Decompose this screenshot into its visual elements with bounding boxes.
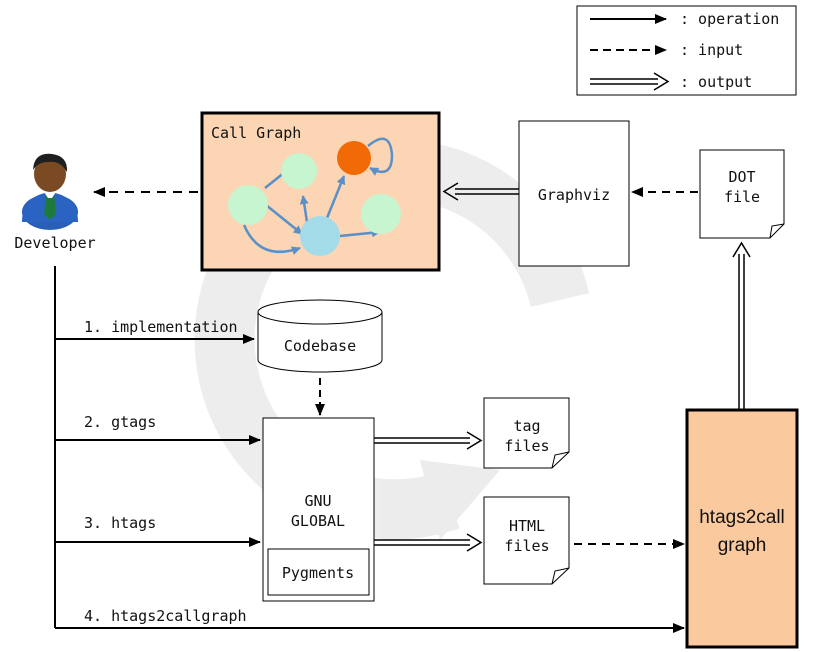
pygments-label: Pygments xyxy=(282,564,354,582)
call-graph-title: Call Graph xyxy=(211,124,301,142)
gnu-global-line1: GNU xyxy=(304,492,331,510)
html-files-line2: files xyxy=(504,537,549,555)
legend: : operation : input : output xyxy=(576,5,797,96)
legend-input-label: : input xyxy=(680,41,743,59)
gnu-global-box: GNU GLOBAL Pygments xyxy=(262,417,375,602)
global-to-html-files-arrow xyxy=(374,533,483,552)
call-graph-edge xyxy=(339,228,381,238)
dot-file-line2: file xyxy=(724,188,760,206)
legend-output-arrow xyxy=(590,72,670,91)
step-1-label: 1. implementation xyxy=(84,318,238,336)
call-graph-self-loop xyxy=(367,137,394,176)
tag-files-line2: files xyxy=(504,437,549,455)
call-graph-panel: Call Graph xyxy=(200,111,441,272)
call-graph-edge xyxy=(325,175,346,219)
htags2callgraph-line1: htags2call xyxy=(699,507,785,528)
tag-files-line1: tag xyxy=(513,417,540,435)
gnu-global-line2: GLOBAL xyxy=(291,512,345,530)
codebase-label: Codebase xyxy=(284,337,356,355)
legend-output-label: : output xyxy=(680,73,752,91)
pygments-box xyxy=(267,548,370,596)
legend-operation-label: : operation xyxy=(680,10,779,28)
graphviz-box: Graphviz xyxy=(518,120,630,267)
call-graph-edge xyxy=(299,195,309,223)
call-graph-node xyxy=(300,216,340,256)
call-graph-node xyxy=(228,185,268,225)
tag-files-document: tag files xyxy=(483,397,570,469)
htags2callgraph-box: htags2call graph xyxy=(685,408,799,649)
htags2callgraph-line2: graph xyxy=(718,535,767,556)
graphviz-to-callgraph-arrow xyxy=(442,182,519,201)
html-files-line1: HTML xyxy=(509,517,545,535)
call-graph-edge xyxy=(265,204,303,235)
graphviz-label: Graphviz xyxy=(538,186,610,204)
step-4-label: 4. htags2callgraph xyxy=(84,607,247,625)
codebase-cylinder: Codebase xyxy=(257,299,383,373)
dot-file-line1: DOT xyxy=(728,168,755,186)
step-2-label: 2. gtags xyxy=(84,413,156,431)
html-files-document: HTML files xyxy=(483,496,570,585)
call-graph-node xyxy=(337,141,371,175)
call-graph-node xyxy=(281,153,317,189)
global-to-tag-files-arrow xyxy=(374,431,483,450)
call-graph-node xyxy=(361,194,401,234)
htags2callgraph-to-dot-arrow xyxy=(732,241,751,410)
developer-avatar-icon xyxy=(22,153,78,230)
call-graph-edge xyxy=(242,224,301,255)
dot-file-document: DOT file xyxy=(699,149,785,239)
developer-label: Developer xyxy=(14,234,95,252)
step-3-label: 3. htags xyxy=(84,514,156,532)
